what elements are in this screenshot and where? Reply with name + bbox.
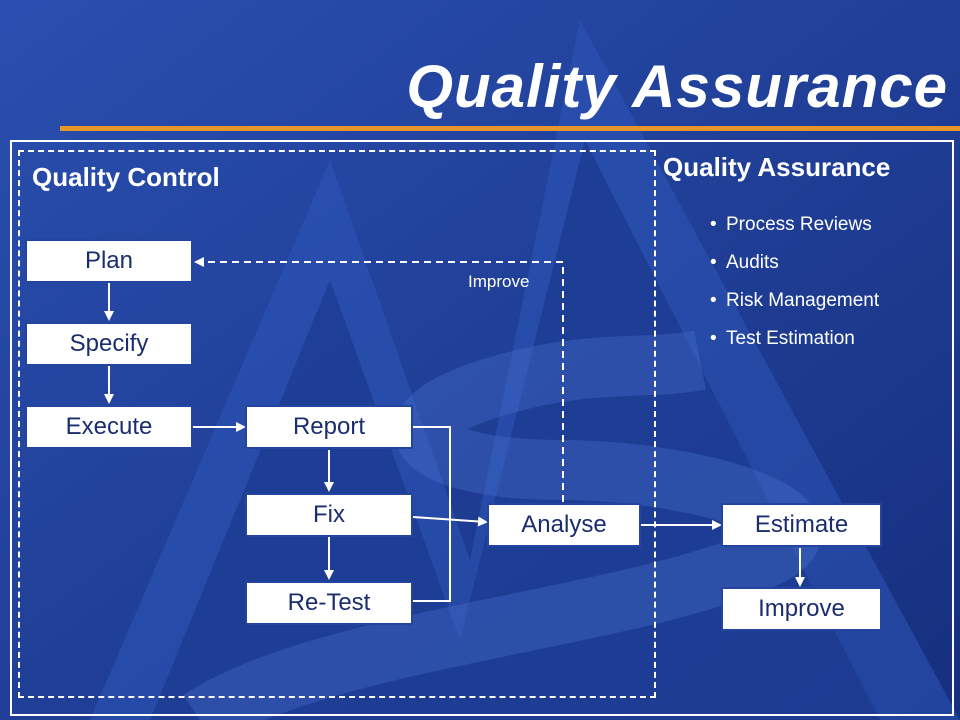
bullet-icon: • — [710, 214, 717, 235]
quality-control-frame — [18, 150, 656, 698]
improve-feedback-arrow — [194, 257, 564, 502]
node-retest: Re-Test — [245, 581, 413, 625]
improve-feedback-label: Improve — [468, 272, 530, 291]
node-fix: Fix — [245, 493, 413, 537]
list-item: • Test Estimation — [710, 322, 879, 360]
quality-assurance-list: • Process Reviews • Audits • Risk Managemen… — [710, 208, 879, 360]
node-execute: Execute — [25, 405, 193, 449]
arrow-fix-to-analyse — [412, 516, 488, 527]
list-item-label: Test Estimation — [726, 328, 855, 349]
bullet-icon: • — [710, 328, 717, 349]
list-item: • Risk Management — [710, 284, 879, 322]
list-item-label: Process Reviews — [726, 214, 872, 235]
list-item: • Process Reviews — [710, 208, 879, 246]
list-item: • Audits — [710, 246, 879, 284]
node-specify: Specify — [25, 322, 193, 366]
node-improve: Improve — [721, 587, 882, 631]
list-item-label: Audits — [726, 252, 779, 273]
list-item-label: Risk Management — [726, 290, 880, 311]
title-underline — [60, 126, 960, 131]
connector-report-retest-bracket — [413, 426, 451, 602]
bullet-icon: • — [710, 290, 717, 311]
node-report: Report — [245, 405, 413, 449]
quality-assurance-heading: Quality Assurance — [663, 152, 891, 182]
outer-frame — [10, 140, 954, 716]
node-analyse: Analyse — [487, 503, 641, 547]
quality-control-heading: Quality Control — [32, 162, 220, 192]
bullet-icon: • — [710, 252, 717, 273]
node-plan: Plan — [25, 239, 193, 283]
page-title: Quality Assurance — [406, 53, 948, 120]
node-estimate: Estimate — [721, 503, 882, 547]
